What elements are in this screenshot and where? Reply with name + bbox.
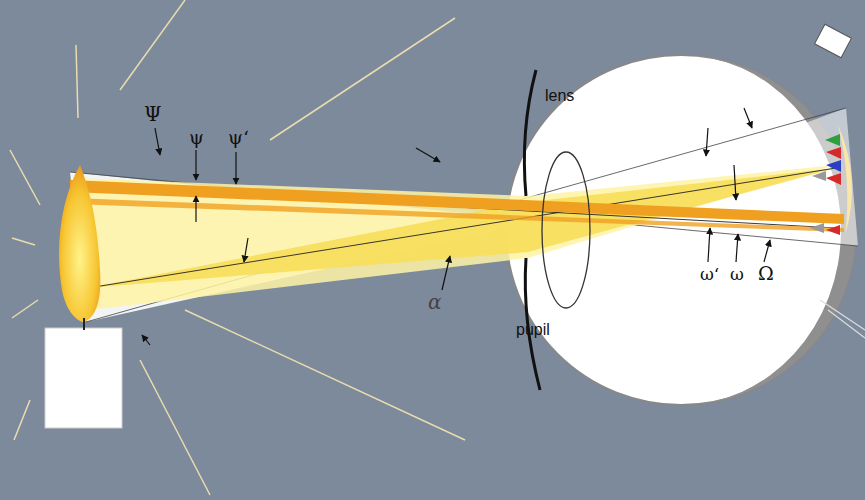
angle-symbol: Ω [758, 264, 774, 283]
image-cone [70, 108, 858, 322]
angle-symbol: ψ [189, 128, 204, 147]
angle-symbol: α [428, 292, 442, 312]
lens-pupil [524, 70, 590, 390]
orange-bands [70, 180, 844, 232]
angle-symbol: ω‘ [700, 266, 719, 283]
angle-symbol: Ψ [144, 104, 162, 124]
part-name: pupil [516, 322, 550, 338]
angle-symbol: ω [730, 266, 744, 283]
part-name: lens [545, 88, 574, 104]
candle [45, 165, 122, 428]
leader-arrows [142, 108, 770, 345]
angle-symbol: ψ‘ [228, 128, 249, 147]
photoreceptors [810, 134, 841, 235]
